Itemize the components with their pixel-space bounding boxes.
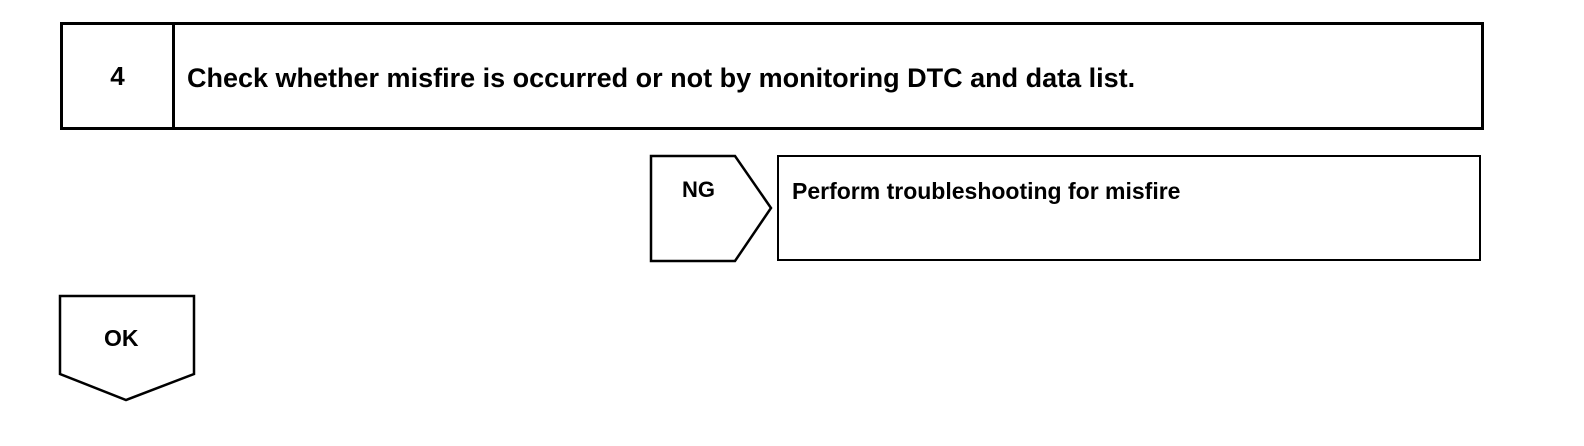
step-box: 4 Check whether misfire is occurred or n…	[60, 22, 1484, 130]
step-number: 4	[63, 25, 175, 127]
step-title: Check whether misfire is occurred or not…	[187, 63, 1136, 93]
ng-action-box: Perform troubleshooting for misfire	[777, 155, 1481, 261]
ok-arrow-icon	[58, 294, 196, 402]
ng-arrow-icon	[649, 154, 773, 263]
ng-label: NG	[682, 177, 715, 202]
ng-action-text: Perform troubleshooting for misfire	[792, 178, 1181, 204]
ok-label: OK	[104, 325, 139, 351]
